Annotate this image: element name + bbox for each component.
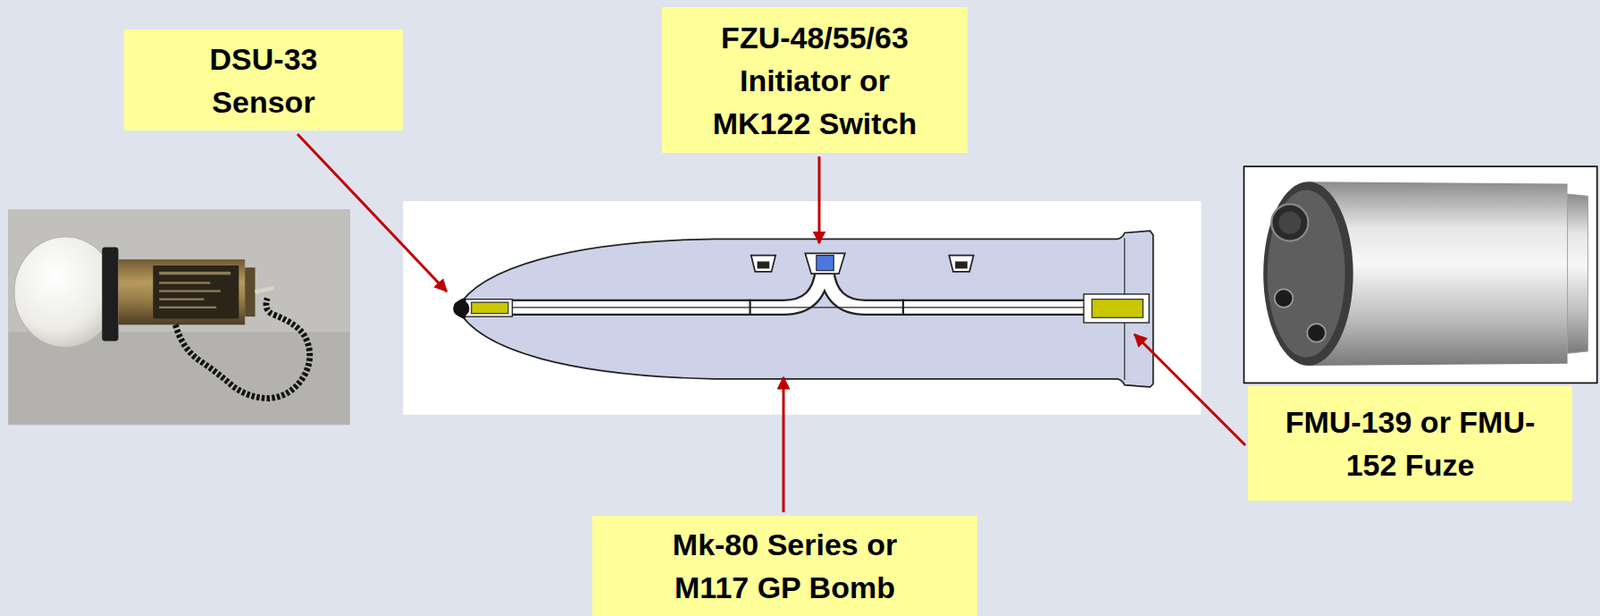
photo-frame xyxy=(1243,166,1597,383)
leader-arrow xyxy=(1134,334,1246,445)
bomb-drawing xyxy=(402,201,1201,415)
sensor-dome xyxy=(14,236,117,347)
fuze-end xyxy=(1567,193,1589,353)
connector-pins xyxy=(1278,210,1301,234)
plate-line xyxy=(159,306,217,309)
leader-arrow xyxy=(297,134,447,292)
drawing-panel xyxy=(402,201,1201,415)
lug-hole xyxy=(757,260,771,269)
photo-ground xyxy=(8,209,351,425)
fuze-photo xyxy=(1243,166,1597,383)
part-label: DSU-33 Sensor xyxy=(174,37,353,124)
part-label: Mk-80 Series or M117 GP Bomb xyxy=(637,522,933,609)
plate-line xyxy=(159,298,204,301)
part-label: FMU-139 or FMU-152 Fuze xyxy=(1281,400,1541,486)
fuze-knob xyxy=(1274,288,1294,308)
initiator xyxy=(816,255,834,271)
conduit-edge xyxy=(508,271,823,308)
plate-line xyxy=(159,281,210,284)
fuze-connector xyxy=(1271,203,1308,241)
lug-hole xyxy=(954,260,968,269)
sensor-body xyxy=(118,259,246,325)
label-box: Mk-80 Series or M117 GP Bomb xyxy=(592,515,978,616)
fuze-well xyxy=(1083,293,1149,323)
sensor-cap xyxy=(244,267,255,317)
initiator-well xyxy=(804,252,846,274)
leader-arrow xyxy=(782,376,786,512)
fuze-knob xyxy=(1306,323,1326,343)
suspension-lug xyxy=(751,255,776,272)
tail-fuze xyxy=(1091,299,1143,319)
fuze-face xyxy=(1267,189,1346,357)
suspension-lug xyxy=(948,255,973,272)
sensor-photo xyxy=(8,209,351,425)
sensor-lead xyxy=(255,287,275,293)
conduit-clamp xyxy=(902,299,905,316)
plate-line xyxy=(159,289,221,292)
sensor-tip xyxy=(452,300,470,317)
leader-lines xyxy=(297,134,1246,512)
nose-well xyxy=(465,299,513,317)
coiled-cord xyxy=(175,298,310,399)
fuze-face-ring xyxy=(1263,181,1354,366)
conduit-wire xyxy=(508,306,1089,308)
leader-arrow xyxy=(818,156,821,243)
label-box: FZU-48/55/63 Initiator or MK122 Switch xyxy=(661,7,968,153)
label-box: DSU-33 Sensor xyxy=(124,29,403,131)
conduit xyxy=(508,271,823,308)
bomb-body xyxy=(457,230,1154,387)
sensor-flange xyxy=(101,246,118,341)
plate-line xyxy=(159,271,231,275)
label-box: FMU-139 or FMU-152 Fuze xyxy=(1248,385,1573,501)
conduit xyxy=(826,271,1088,308)
conduit-edge xyxy=(826,271,1088,308)
conduit-clamp xyxy=(748,299,751,316)
nose-booster xyxy=(471,301,509,314)
sensor-plate xyxy=(152,265,239,319)
part-label: FZU-48/55/63 Initiator or MK122 Switch xyxy=(697,16,932,145)
